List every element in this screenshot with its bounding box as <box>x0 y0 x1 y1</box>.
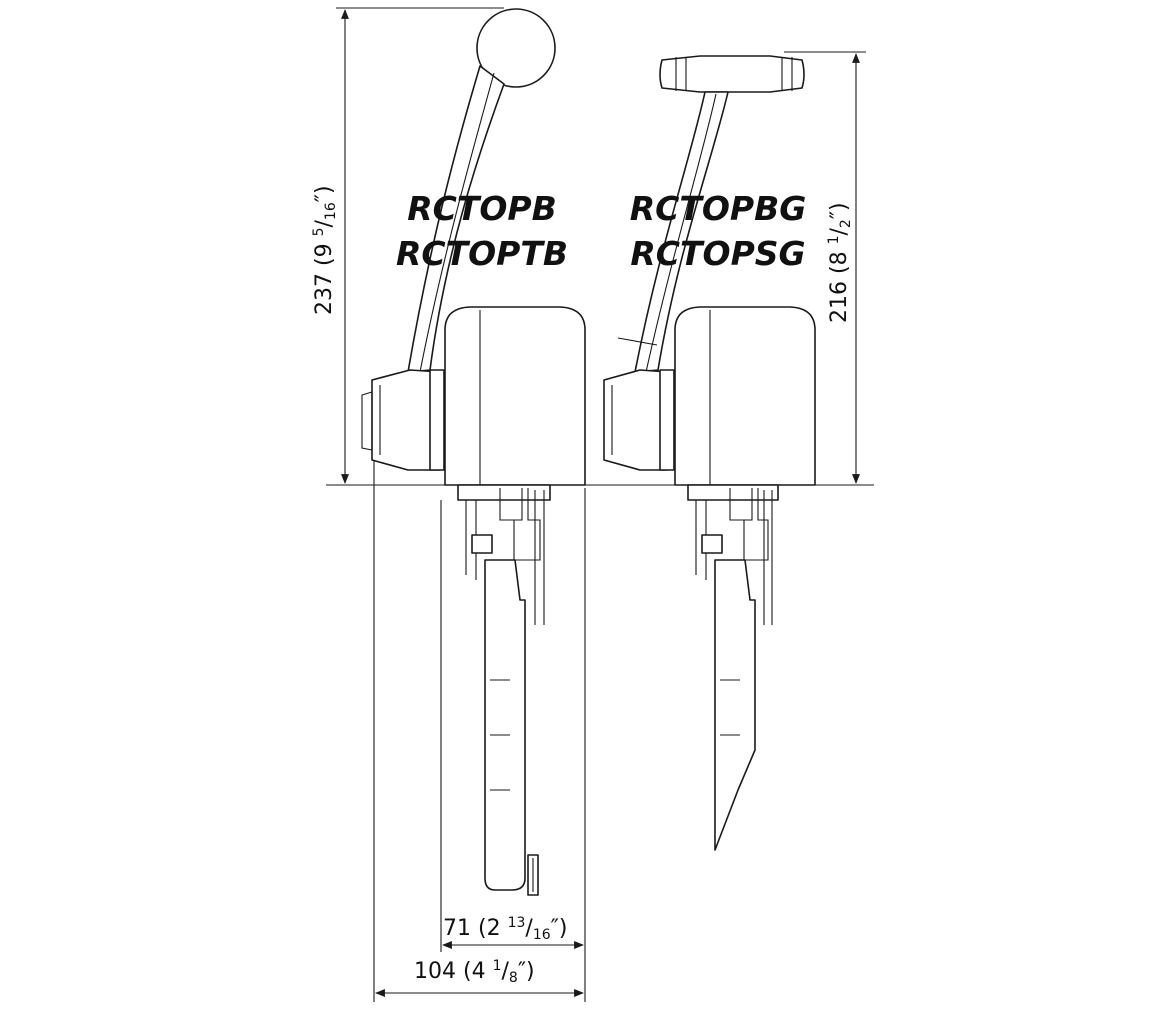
model-label: RCTOPBG <box>630 189 807 228</box>
left-lower-mechanism <box>457 484 551 633</box>
model-labels-right: RCTOPBG RCTOPSG <box>630 189 807 273</box>
t-handle-grip <box>659 55 805 93</box>
model-label: RCTOPSG <box>630 234 805 273</box>
width-dimension-outer: 104 (4 1/8″) <box>414 958 535 986</box>
height-dimension-right: 216 (8 1/2″) <box>826 202 854 323</box>
model-label: RCTOPB <box>407 189 557 228</box>
right-control-unit <box>603 55 816 851</box>
right-hub <box>603 369 675 471</box>
width-dimension-inner: 71 (2 13/16″) <box>443 915 567 943</box>
dimension-lines <box>326 7 874 1002</box>
right-housing <box>674 306 816 486</box>
model-label: RCTOPTB <box>396 234 568 273</box>
left-control-unit <box>361 8 586 896</box>
height-dimension-left: 237 (9 5/16″) <box>311 185 339 315</box>
left-hub <box>361 369 445 471</box>
left-base-plate <box>484 559 539 896</box>
left-housing <box>444 306 586 486</box>
model-labels-left: RCTOPB RCTOPTB <box>396 189 568 273</box>
ball-knob <box>476 8 556 88</box>
right-base-plate <box>714 559 756 851</box>
